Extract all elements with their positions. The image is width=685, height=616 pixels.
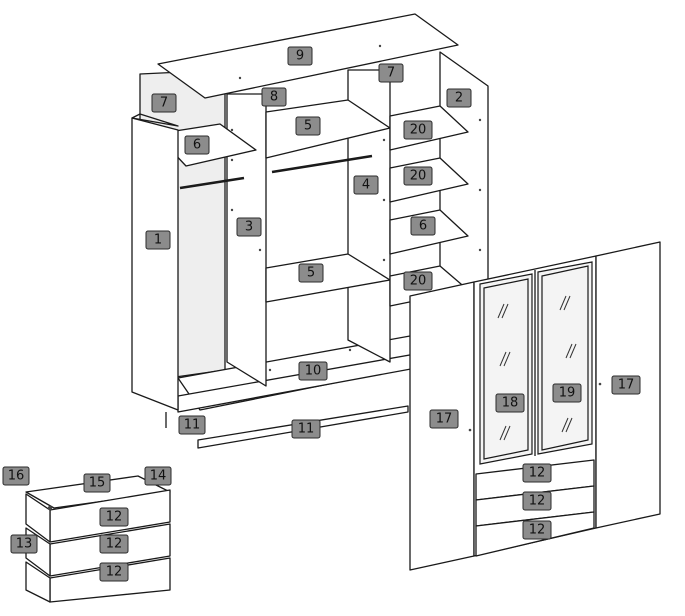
mirror-right-inner — [541, 265, 589, 451]
svg-text:12: 12 — [106, 537, 123, 552]
part-tag-12-drawer-1: 12 — [99, 507, 129, 527]
svg-text:3: 3 — [245, 220, 253, 235]
part-tag-12-door-3: 12 — [522, 520, 552, 540]
part-tag-6-right: 6 — [410, 216, 436, 236]
svg-text:19: 19 — [559, 386, 576, 401]
mirror-left-inner — [483, 278, 529, 460]
part-tag-20-second: 20 — [403, 166, 433, 186]
svg-text:7: 7 — [160, 96, 168, 111]
part-tag-14: 14 — [144, 466, 172, 486]
svg-text:5: 5 — [307, 266, 315, 281]
svg-text:6: 6 — [419, 219, 427, 234]
part-tag-12-drawer-3: 12 — [99, 562, 129, 582]
drawer-1-side — [25, 493, 51, 543]
part-tag-5-upper: 5 — [295, 116, 321, 136]
part-tag-4: 4 — [353, 175, 379, 195]
part-tag-16: 16 — [2, 466, 30, 486]
svg-text:20: 20 — [410, 123, 427, 138]
part-tag-8: 8 — [261, 87, 287, 107]
drawer-3-side — [25, 561, 51, 603]
svg-text:15: 15 — [89, 476, 106, 491]
part-tag-12-door-1: 12 — [522, 463, 552, 483]
part-tags: 9 7 8 7 2 5 6 20 20 4 6 3 1 5 20 10 11 1… — [2, 46, 641, 582]
svg-text:12: 12 — [529, 523, 546, 538]
part-tag-17-right: 17 — [611, 375, 641, 395]
svg-text:11: 11 — [184, 418, 201, 433]
svg-text:17: 17 — [436, 412, 453, 427]
part-tag-1: 1 — [145, 230, 171, 250]
svg-text:20: 20 — [410, 169, 427, 184]
part-tag-10: 10 — [298, 361, 328, 381]
hanging-rod-center — [271, 154, 373, 174]
part-tag-19: 19 — [552, 383, 582, 403]
center-right-divider — [347, 69, 391, 363]
svg-text:14: 14 — [150, 469, 167, 484]
part-tag-3: 3 — [236, 217, 262, 237]
part-tag-5-lower: 5 — [298, 263, 324, 283]
part-tag-12-door-2: 12 — [522, 491, 552, 511]
svg-text:12: 12 — [529, 466, 546, 481]
mirror-hatching — [497, 295, 577, 441]
hanging-rod-left — [179, 176, 245, 190]
drawer-screw — [47, 505, 53, 511]
svg-text:5: 5 — [304, 119, 312, 134]
part-tag-11-left: 11 — [178, 415, 206, 435]
part-tag-7-left: 7 — [151, 93, 177, 113]
part-tag-17-left: 17 — [429, 409, 459, 429]
part-tag-12-drawer-2: 12 — [99, 534, 129, 554]
svg-text:18: 18 — [502, 396, 519, 411]
part-tag-20-first: 20 — [403, 120, 433, 140]
svg-text:9: 9 — [296, 49, 304, 64]
part-tag-18: 18 — [495, 393, 525, 413]
part-tag-15: 15 — [83, 473, 111, 493]
part-tag-20-third: 20 — [403, 271, 433, 291]
left-side-edge — [131, 113, 179, 127]
svg-text:13: 13 — [16, 537, 33, 552]
svg-text:10: 10 — [305, 364, 322, 379]
part-tag-9: 9 — [287, 46, 313, 66]
svg-text:11: 11 — [298, 422, 315, 437]
svg-text:12: 12 — [529, 494, 546, 509]
svg-text:7: 7 — [387, 66, 395, 81]
svg-text:6: 6 — [193, 138, 201, 153]
svg-text:4: 4 — [362, 178, 370, 193]
part-tag-13: 13 — [10, 534, 38, 554]
part-tag-11-rail: 11 — [291, 419, 321, 439]
svg-text:17: 17 — [618, 378, 635, 393]
center-left-divider — [226, 93, 267, 387]
part-tag-7-right: 7 — [378, 63, 404, 83]
left-side-panel — [131, 117, 179, 411]
svg-text:1: 1 — [154, 233, 162, 248]
svg-text:12: 12 — [106, 510, 123, 525]
drawer-stack — [25, 475, 171, 603]
part-tag-6-left: 6 — [184, 135, 210, 155]
svg-text:20: 20 — [410, 274, 427, 289]
svg-text:2: 2 — [455, 91, 463, 106]
svg-text:16: 16 — [8, 469, 25, 484]
svg-text:12: 12 — [106, 565, 123, 580]
svg-text:8: 8 — [270, 90, 278, 105]
part-tag-2: 2 — [446, 88, 472, 108]
